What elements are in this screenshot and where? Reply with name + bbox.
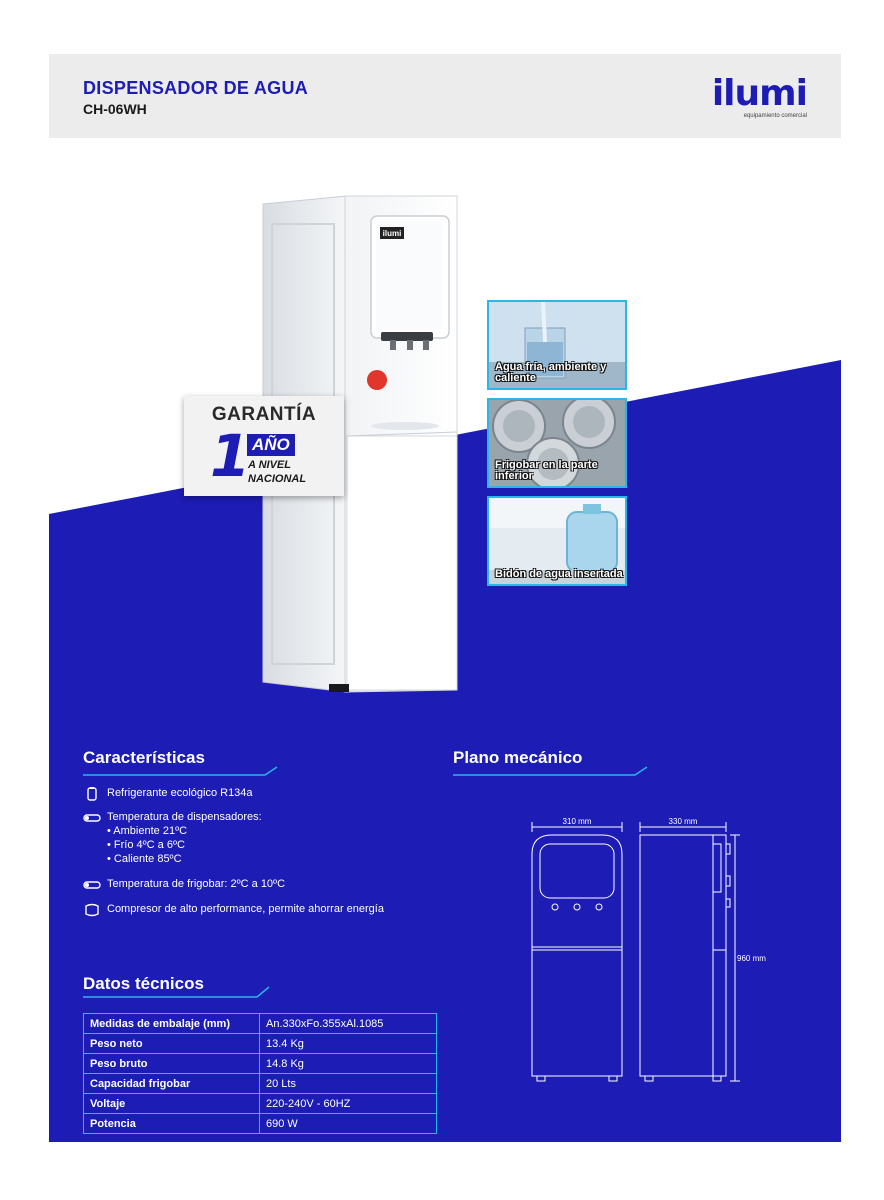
feature-water-temps: Agua fría, ambiente y caliente xyxy=(487,300,627,390)
warranty-number: 1 xyxy=(210,422,251,490)
header-bar: DISPENSADOR DE AGUA CH-06WH ilumi equipa… xyxy=(49,54,841,138)
thermometer-icon xyxy=(83,881,101,889)
plano-heading: Plano mecánico xyxy=(453,748,583,767)
table-row: Voltaje 220-240V - 60HZ xyxy=(83,1093,437,1114)
caracteristicas-heading: Características xyxy=(83,748,205,767)
table-row: Capacidad frigobar 20 Lts xyxy=(83,1073,437,1094)
mechanical-drawing: 310 mm 330 mm 960 mm xyxy=(531,817,766,1082)
warranty-line2: NACIONAL xyxy=(248,473,307,485)
feature-dispenser-temp-text: Temperatura de dispensadores: xyxy=(107,811,262,823)
spec-value: 690 W xyxy=(259,1113,437,1134)
document-title: DISPENSADOR DE AGUA xyxy=(83,78,309,98)
sub-ambiente: • Ambiente 21ºC xyxy=(107,825,188,837)
warranty-title: GARANTÍA xyxy=(211,404,317,425)
warranty-line1: A NIVEL xyxy=(248,459,291,471)
feature-fridge-temp-text: Temperatura de frigobar: 2ºC a 10ºC xyxy=(107,878,286,890)
plano-underline xyxy=(453,766,648,776)
datos-underline xyxy=(83,986,270,998)
spec-value: 13.4 Kg xyxy=(259,1033,437,1054)
blue-background xyxy=(49,360,841,1142)
feature-label-fridge: Frigobar en la parte inferior xyxy=(495,459,598,482)
sub-caliente: • Caliente 85ºC xyxy=(107,853,182,865)
spec-value: 14.8 Kg xyxy=(259,1053,437,1074)
caracteristicas-underline xyxy=(83,766,278,776)
specs-table: Medidas de embalaje (mm) An.330xFo.355xA… xyxy=(83,1013,437,1134)
height-dimension-label: 960 mm xyxy=(737,954,766,963)
panel-brand: ilumi xyxy=(383,229,402,238)
warranty-badge: GARANTÍA 1 AÑO A NIVEL NACIONAL xyxy=(184,396,344,496)
feature-fridge: Frigobar en la parte inferior xyxy=(487,398,627,488)
model-code: CH-06WH xyxy=(83,101,147,117)
dispenser-illustration: ilumi xyxy=(262,195,458,693)
spec-sheet: DISPENSADOR DE AGUA CH-06WH ilumi equipa… xyxy=(49,54,841,1142)
brand-logo-word: ilumi xyxy=(711,73,808,114)
datos-heading: Datos técnicos xyxy=(83,974,204,993)
compressor-icon xyxy=(85,903,99,917)
spec-value: 220-240V - 60HZ xyxy=(259,1093,437,1114)
warranty-unit: AÑO xyxy=(247,434,295,456)
table-row: Potencia 690 W xyxy=(83,1113,437,1134)
feature-refrigerant-text: Refrigerante ecológico R134a xyxy=(107,787,253,799)
brand-tagline: equipamiento comercial xyxy=(743,113,807,119)
depth-dimension-label: 330 mm xyxy=(669,817,698,826)
table-row: Peso neto 13.4 Kg xyxy=(83,1033,437,1054)
refrigerant-icon xyxy=(87,787,97,801)
feature-compressor-text: Compresor de alto performance, permite a… xyxy=(107,903,384,915)
cans-photo-icon xyxy=(489,400,625,486)
feature-label-jug: Bidón de agua insertada xyxy=(495,568,623,580)
water-jug-photo-icon xyxy=(489,498,625,584)
glass-water-photo-icon xyxy=(489,302,625,388)
feature-jug: Bidón de agua insertada xyxy=(487,496,627,586)
brand-logo: ilumi equipamiento comercial xyxy=(711,73,808,120)
feature-label-water: Agua fría, ambiente y caliente xyxy=(495,361,607,384)
spec-key: Potencia xyxy=(83,1113,260,1134)
table-row: Medidas de embalaje (mm) An.330xFo.355xA… xyxy=(83,1013,437,1034)
width-dimension-label: 310 mm xyxy=(563,817,592,826)
thermometer-icon xyxy=(83,814,101,822)
sub-frio: • Frío 4ºC a 6ºC xyxy=(107,839,185,851)
